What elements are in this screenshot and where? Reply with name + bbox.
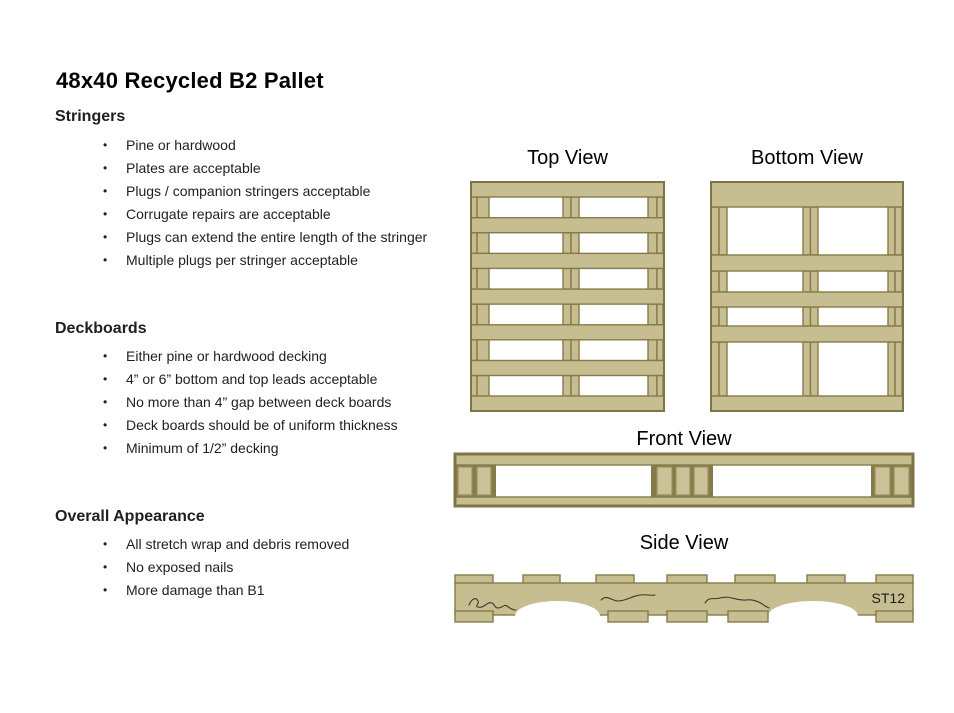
bullet-icon: • bbox=[103, 394, 108, 409]
bullet-text: More damage than B1 bbox=[126, 581, 265, 598]
bullet-icon: • bbox=[103, 206, 108, 221]
bottom-view-label: Bottom View bbox=[751, 147, 863, 169]
pallet-outline bbox=[710, 181, 904, 412]
list-item: • All stretch wrap and debris removed bbox=[57, 532, 477, 555]
stringer-plug bbox=[457, 466, 473, 496]
stringer-plug bbox=[693, 466, 709, 496]
top-view-label: Top View bbox=[527, 147, 608, 169]
list-item: • Minimum of 1/2” decking bbox=[57, 436, 477, 459]
crack-line bbox=[600, 594, 656, 602]
front-view-label: Front View bbox=[636, 428, 732, 450]
bullet-icon: • bbox=[103, 252, 108, 267]
list-item: • Plugs can extend the entire length of t… bbox=[57, 225, 477, 248]
stringer-cluster-center bbox=[651, 465, 713, 497]
bullet-text: Multiple plugs per stringer acceptable bbox=[126, 251, 358, 268]
bottom-view-diagram bbox=[710, 181, 904, 412]
bullet-text: 4” or 6” bottom and top leads acceptable bbox=[126, 370, 378, 387]
bullet-icon: • bbox=[103, 229, 108, 244]
pallet-outline bbox=[470, 181, 665, 412]
bullet-text: Pine or hardwood bbox=[126, 136, 236, 153]
bullet-text: Deck boards should be of uniform thickne… bbox=[126, 416, 398, 433]
deckboards-list: • Either pine or hardwood decking • 4” or … bbox=[57, 344, 477, 459]
list-item: • Plates are acceptable bbox=[57, 156, 477, 179]
list-item: • Corrugate repairs are acceptable bbox=[57, 202, 477, 225]
bullet-text: Corrugate repairs are acceptable bbox=[126, 205, 331, 222]
crack-line bbox=[468, 598, 517, 611]
stringer-cluster-right bbox=[871, 465, 913, 497]
bullet-icon: • bbox=[103, 137, 108, 152]
crack-line bbox=[704, 596, 770, 609]
bullet-icon: • bbox=[103, 371, 108, 386]
section-heading-stringers: Stringers bbox=[55, 108, 126, 125]
list-item: • More damage than B1 bbox=[57, 578, 477, 601]
bullet-icon: • bbox=[103, 183, 108, 198]
stringer-plug bbox=[874, 466, 891, 496]
fork-notch bbox=[768, 601, 858, 623]
bullet-text: Either pine or hardwood decking bbox=[126, 347, 327, 364]
bullet-text: No exposed nails bbox=[126, 558, 234, 575]
stringer-plug bbox=[476, 466, 492, 496]
page-title: 48x40 Recycled B2 Pallet bbox=[56, 68, 324, 93]
bullet-icon: • bbox=[103, 559, 108, 574]
pallet-outline bbox=[453, 452, 915, 508]
bullet-icon: • bbox=[103, 536, 108, 551]
bullet-text: Minimum of 1/2” decking bbox=[126, 439, 279, 456]
bottom-board-tabs bbox=[454, 610, 914, 623]
list-item: • Pine or hardwood bbox=[57, 133, 477, 156]
top-lead-board bbox=[454, 453, 914, 466]
stringers-list: • Pine or hardwood • Plates are acceptable… bbox=[57, 133, 477, 271]
side-view-label: Side View bbox=[639, 532, 729, 554]
bullet-icon: • bbox=[103, 440, 108, 455]
stringer-cluster-left bbox=[455, 465, 496, 497]
bullet-icon: • bbox=[103, 582, 108, 597]
stringer-plug bbox=[675, 466, 691, 496]
bullet-text: All stretch wrap and debris removed bbox=[126, 535, 350, 552]
top-view-diagram bbox=[470, 181, 665, 412]
stringer-plug bbox=[893, 466, 910, 496]
stringer-plug bbox=[656, 466, 673, 496]
section-heading-overall-appearance: Overall Appearance bbox=[55, 508, 205, 525]
bullet-text: Plugs / companion stringers acceptable bbox=[126, 182, 371, 199]
list-item: • Plugs / companion stringers acceptable bbox=[57, 179, 477, 202]
bullet-text: No more than 4” gap between deck boards bbox=[126, 393, 392, 410]
list-item: • 4” or 6” bottom and top leads acceptabl… bbox=[57, 367, 477, 390]
bullet-icon: • bbox=[103, 348, 108, 363]
section-heading-deckboards: Deckboards bbox=[55, 320, 147, 337]
deckboards bbox=[470, 181, 665, 412]
stencil-text: ST12 bbox=[872, 590, 906, 606]
list-item: • Multiple plugs per stringer acceptable bbox=[57, 248, 477, 271]
bullet-icon: • bbox=[103, 160, 108, 175]
side-view-diagram: ST12 bbox=[454, 574, 914, 623]
bullet-text: Plates are acceptable bbox=[126, 159, 261, 176]
list-item: • Deck boards should be of uniform thickn… bbox=[57, 413, 477, 436]
list-item: • Either pine or hardwood decking bbox=[57, 344, 477, 367]
overall-appearance-list: • All stretch wrap and debris removed • No… bbox=[57, 532, 477, 601]
front-view-diagram bbox=[453, 452, 915, 508]
fork-notch bbox=[515, 601, 600, 623]
bullet-text: Plugs can extend the entire length of th… bbox=[126, 228, 428, 245]
bullet-icon: • bbox=[103, 417, 108, 432]
list-item: • No exposed nails bbox=[57, 555, 477, 578]
list-item: • No more than 4” gap between deck boards bbox=[57, 390, 477, 413]
